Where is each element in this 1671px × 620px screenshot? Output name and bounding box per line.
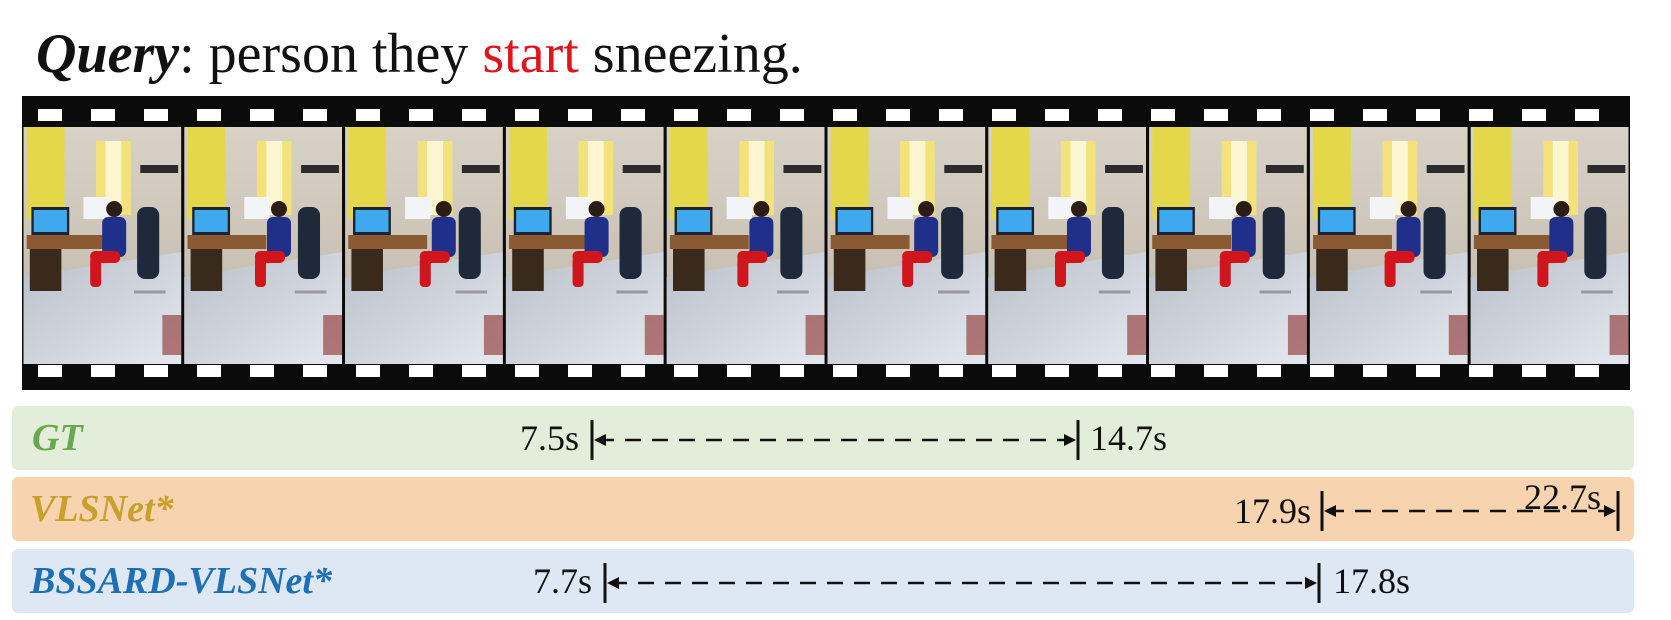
sprocket-hole [886, 365, 910, 377]
sprocket-hole [568, 109, 592, 121]
sprocket-hole [1363, 365, 1387, 377]
sprocket-hole [621, 365, 645, 377]
sprocket-hole [303, 109, 327, 121]
sprocket-hole [1045, 365, 1069, 377]
sprocket-hole [727, 365, 751, 377]
sprocket-hole [992, 365, 1016, 377]
sprocket-hole [780, 109, 804, 121]
video-frame [23, 127, 185, 364]
query-text: Query: person they start sneezing. [36, 18, 803, 90]
video-frame [184, 127, 346, 364]
video-frame [345, 127, 506, 364]
video-frame [827, 127, 989, 364]
sprocket-hole [621, 109, 645, 121]
bssard-start-time: 7.7s [533, 561, 593, 601]
gt-start-time: 7.5s [520, 418, 580, 458]
sprocket-hole [409, 365, 433, 377]
sprocket-hole [38, 109, 62, 121]
query-text-after: sneezing. [578, 23, 803, 85]
sprocket-hole [568, 365, 592, 377]
sprocket-hole [1469, 109, 1493, 121]
sprocket-hole [197, 109, 221, 121]
sprocket-hole [1522, 365, 1546, 377]
sprocket-hole [833, 365, 857, 377]
sprocket-hole [780, 365, 804, 377]
sprocket-hole [1416, 109, 1440, 121]
sprocket-hole [515, 109, 539, 121]
query-highlight-word: start [482, 23, 579, 85]
row-label-gt: GT [32, 417, 83, 459]
sprocket-hole [1416, 365, 1440, 377]
sprocket-hole [1257, 365, 1281, 377]
sprocket-hole [1204, 365, 1228, 377]
vlsnet-start-time: 17.9s [1234, 491, 1312, 531]
row-label-vlsnet: VLSNet* [30, 488, 174, 530]
query-label: Query [36, 23, 180, 85]
vlsnet-end-time: 22.7s [1524, 477, 1602, 517]
video-filmstrip [22, 96, 1630, 390]
sprocket-hole [356, 109, 380, 121]
sprocket-hole [250, 109, 274, 121]
sprocket-hole [91, 365, 115, 377]
sprocket-hole [1469, 365, 1493, 377]
sprocket-hole [1363, 109, 1387, 121]
sprocket-hole [409, 109, 433, 121]
row-label-bssard: BSSARD-VLSNet* [30, 560, 332, 602]
query-text-before: : person they [179, 23, 483, 85]
video-frame [666, 127, 828, 364]
row-ground-truth: GT 7.5s 14.7s [12, 406, 1634, 470]
gt-interval-arrow [590, 420, 1080, 460]
video-frame [1470, 127, 1630, 364]
sprocket-hole [727, 109, 751, 121]
video-frame [1149, 127, 1310, 364]
sprocket-hole [197, 365, 221, 377]
sprocket-hole [1575, 365, 1599, 377]
sprocket-hole [1204, 109, 1228, 121]
sprocket-hole [939, 109, 963, 121]
row-bssard-vlsnet: BSSARD-VLSNet* 7.7s 17.8s [12, 549, 1634, 613]
bssard-end-time: 17.8s [1333, 561, 1411, 601]
sprocket-hole [1098, 109, 1122, 121]
video-frame [988, 127, 1150, 364]
vlsnet-interval-arrow [1320, 491, 1620, 531]
sprocket-hole [1045, 109, 1069, 121]
sprocket-hole [1257, 109, 1281, 121]
bssard-interval-arrow [603, 563, 1321, 603]
sprocket-hole [1310, 109, 1334, 121]
sprocket-hole [144, 109, 168, 121]
sprocket-hole [38, 365, 62, 377]
sprocket-hole [886, 109, 910, 121]
sprocket-hole [462, 109, 486, 121]
sprocket-hole [1522, 109, 1546, 121]
sprocket-hole [992, 109, 1016, 121]
sprocket-hole [1151, 109, 1175, 121]
sprocket-hole [939, 365, 963, 377]
sprocket-hole [833, 109, 857, 121]
sprocket-hole [356, 365, 380, 377]
video-frame [505, 127, 667, 364]
sprocket-hole [674, 109, 698, 121]
sprocket-hole [1575, 109, 1599, 121]
sprocket-hole [1151, 365, 1175, 377]
sprocket-hole [91, 109, 115, 121]
sprocket-hole [144, 365, 168, 377]
video-frame [1309, 127, 1471, 364]
sprocket-hole [462, 365, 486, 377]
sprocket-hole [674, 365, 698, 377]
sprocket-hole [250, 365, 274, 377]
sprocket-hole [515, 365, 539, 377]
sprocket-hole [1098, 365, 1122, 377]
sprocket-hole [303, 365, 327, 377]
sprocket-hole [1310, 365, 1334, 377]
gt-end-time: 14.7s [1090, 418, 1168, 458]
row-vlsnet: VLSNet* 17.9s 22.7s [12, 477, 1634, 541]
